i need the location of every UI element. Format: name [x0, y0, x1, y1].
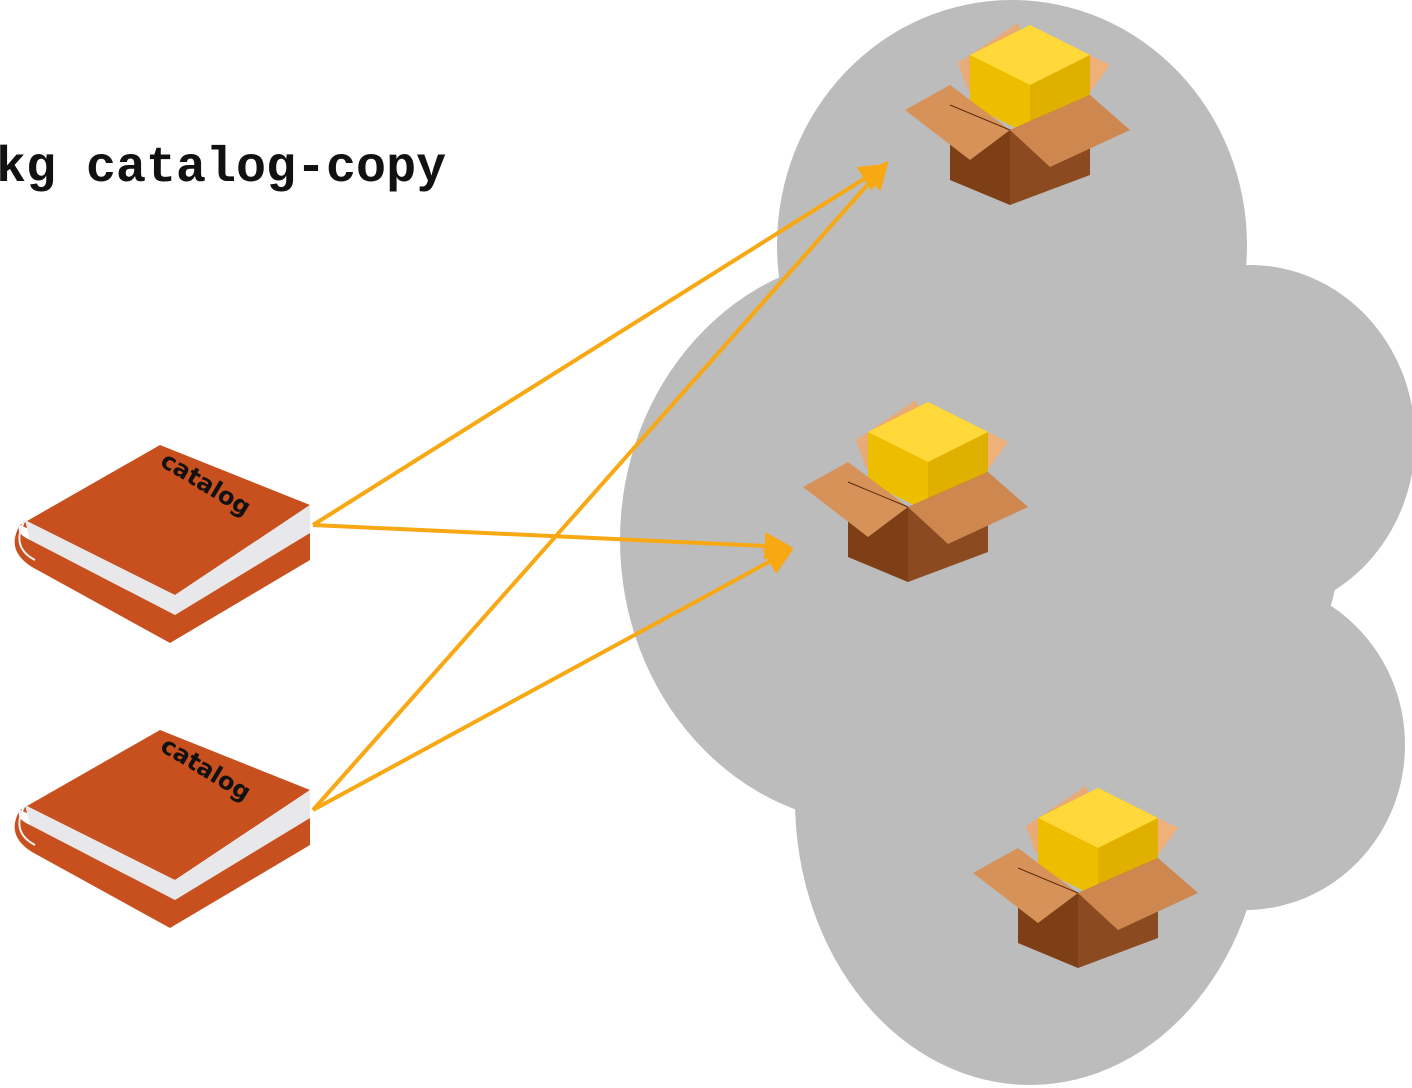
arrows [311, 160, 889, 812]
arrow-book2-to-pkg1 [311, 160, 889, 812]
arrow-book1-to-pkg1 [311, 164, 888, 527]
arrow-book1-to-pkg2 [312, 523, 793, 560]
command-text: kg catalog-copy [0, 140, 447, 197]
catalog-book-icon: catalog [13, 729, 311, 929]
catalog-book-icon: catalog [13, 444, 311, 644]
arrow-book2-to-pkg2 [312, 548, 794, 812]
cloud-shape [620, 0, 1412, 1085]
